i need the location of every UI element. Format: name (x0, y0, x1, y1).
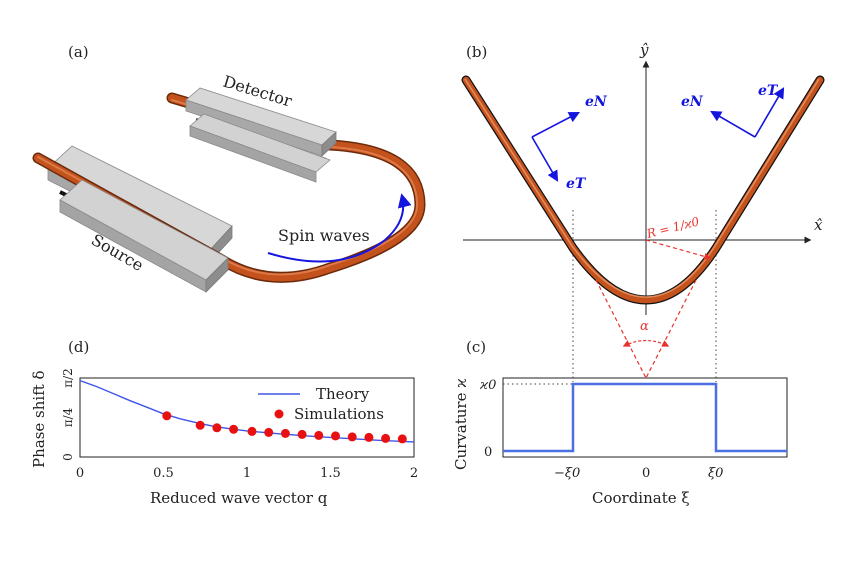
simulation-point (331, 431, 340, 441)
curvature-step-line (503, 382, 787, 453)
simulation-point (229, 424, 239, 434)
vectors-right (710, 87, 785, 138)
eT-left-label: eT (566, 176, 587, 192)
theory-line (79, 379, 415, 443)
panel-d-xticks: 0 0.5 1 1.5 2 (76, 466, 418, 481)
radius-label: R = 1/ϰ0 (644, 214, 701, 241)
ytick-kappa0: ϰ0 (479, 378, 496, 393)
simulation-point (162, 411, 172, 421)
simulation-point (247, 426, 257, 436)
panel-b: (b) ŷ x̂ R = 1/ϰ0 α eN eT (461, 41, 825, 382)
legend-theory-label: Theory (316, 385, 370, 403)
ytick-label: 0 (61, 453, 75, 461)
xtick-label: 1 (243, 466, 251, 481)
panel-c-ylabel: Curvature ϰ (452, 378, 470, 470)
simulation-point (212, 423, 222, 433)
eT-right-label: eT (758, 83, 779, 99)
xtick-label: 2 (410, 466, 418, 481)
source-bottom-slab (59, 179, 229, 293)
simulation-point (297, 429, 307, 439)
xtick-xi0: ξ0 (708, 466, 723, 481)
panel-c-label: (c) (466, 338, 486, 356)
panel-d-ylabel: Phase shift δ (30, 370, 48, 468)
waveguide (32, 92, 426, 283)
spin-waves-label: Spin waves (278, 226, 370, 245)
eN-right-label: eN (681, 94, 704, 110)
panel-b-label: (b) (466, 43, 487, 61)
simulation-point (314, 430, 324, 440)
curved-waveguide (461, 75, 825, 305)
panel-d-plot (79, 379, 415, 444)
x-axis-label: x̂ (814, 216, 823, 234)
panel-a: (a) Dete (32, 43, 426, 293)
panel-d-xlabel: Reduced wave vector q (150, 489, 328, 507)
y-axis-label: ŷ (639, 41, 649, 59)
eN-left-label: eN (585, 94, 608, 110)
simulation-point (381, 433, 391, 443)
panel-d-yticks: π/2 π/4 0 (61, 368, 75, 461)
ytick-label: π/2 (61, 368, 75, 388)
xtick-zero: 0 (642, 466, 650, 481)
panel-d-label: (d) (68, 338, 89, 356)
simulation-point (195, 420, 205, 430)
panel-d-frame (79, 377, 415, 458)
panel-c-xlabel: Coordinate ξ (592, 489, 690, 507)
ytick-label: π/4 (61, 407, 75, 427)
spin-wave-arrow (267, 193, 412, 263)
detector-bottom-slab (189, 113, 331, 183)
vectors-left (531, 111, 580, 182)
angle-label: α (640, 319, 649, 334)
radius-construction (595, 239, 712, 379)
simulation-point (397, 434, 407, 444)
panel-a-label: (a) (68, 43, 89, 61)
simulation-point (264, 427, 274, 437)
panel-c-frame (502, 377, 788, 458)
xtick-label: 1.5 (320, 466, 341, 481)
simulation-point (280, 428, 290, 438)
xtick-minus-xi0: −ξ0 (554, 466, 580, 481)
panel-c: (c) ϰ0 0 −ξ0 0 ξ0 Coordinate ξ Curvature… (452, 338, 788, 507)
simulation-point (347, 432, 357, 442)
detector-top-slab (185, 87, 337, 157)
ytick-zero: 0 (484, 445, 492, 460)
panel-d-legend: Theory Simulations (258, 385, 384, 423)
legend-sim-label: Simulations (294, 405, 384, 423)
xtick-label: 0.5 (153, 466, 174, 481)
panel-d: (d) π/2 π/4 0 0 0.5 1 1.5 2 Theory Simulations… (30, 338, 418, 507)
legend-sim-marker (274, 409, 284, 419)
simulation-point (364, 432, 374, 442)
xtick-label: 0 (76, 466, 84, 481)
